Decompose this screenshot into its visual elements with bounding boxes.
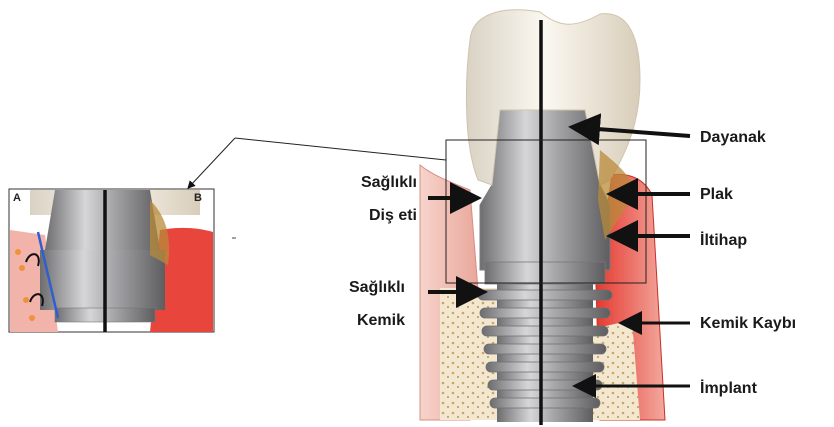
label-implant: İmplant [700, 378, 757, 400]
main-illustration [420, 10, 665, 425]
label-bone-loss: Kemik Kaybı [700, 313, 796, 335]
label-plaque: Plak [700, 184, 733, 206]
inset-label-a: A [13, 192, 21, 204]
inset-panel [9, 189, 214, 332]
label-healthy-bone-line2: Kemik [300, 310, 405, 332]
abutment-collar [485, 262, 605, 284]
implant-threads [478, 290, 612, 408]
inset-abutment-base [40, 250, 165, 310]
label-healthy-gum-line1: Sağlıklı [312, 172, 417, 194]
label-inflammation: İltihap [700, 230, 747, 252]
label-healthy-bone-line1: Sağlıklı [300, 277, 405, 299]
inset-abutment [45, 190, 160, 250]
label-healthy-gum-line2: Diş eti [312, 205, 417, 227]
inset-label-b: B [194, 192, 202, 204]
label-abutment: Dayanak [700, 127, 766, 149]
